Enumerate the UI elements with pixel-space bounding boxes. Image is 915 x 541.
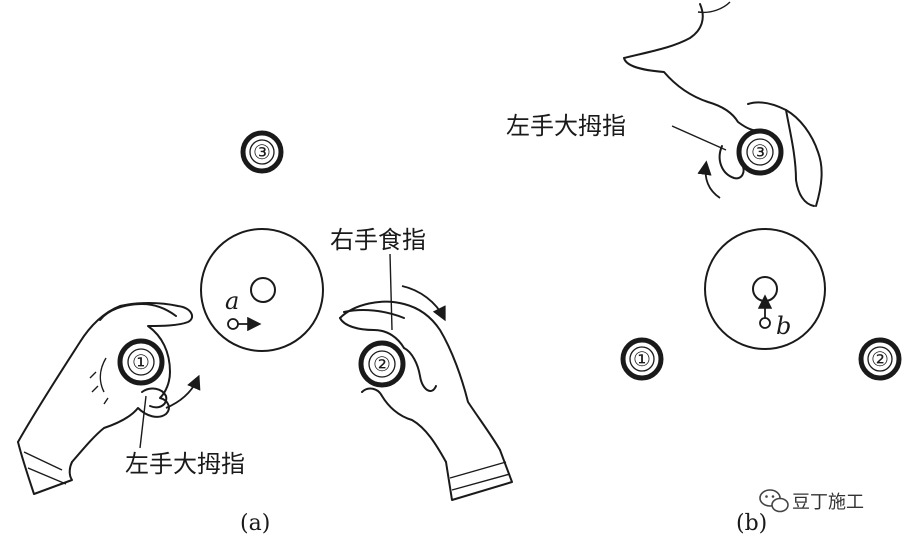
disk-2-b-label: ② [871,347,889,371]
left-hand-b [623,1,823,207]
panel-b: ③ 左手大拇指 b ① ② (b) [506,1,902,536]
disk-3-a-label: ③ [253,140,271,164]
disk-3-a: ③ [240,130,284,174]
disk-1-b-label: ① [633,347,651,371]
disk-2-b: ② [858,337,902,381]
disk-2-a-label: ② [373,352,391,376]
disk-3-b: ③ [736,128,784,176]
disk-1-a: ① [117,338,165,386]
point-a-marker [227,318,239,330]
disk-2-a: ② [358,340,406,388]
label-left-thumb-a: 左手大拇指 [125,450,245,478]
point-b-marker [759,317,771,329]
disk-3-b-label: ③ [751,140,769,164]
panel-a: ③ a ① [17,130,513,536]
right-hand-a [339,300,513,501]
caption-a: (a) [240,511,270,536]
wechat-icon [759,489,789,513]
disk-1-b: ① [620,337,664,381]
label-right-index-finger: 右手食指 [330,226,426,254]
caption-b: (b) [736,511,767,536]
watermark-text: 豆丁施工 [792,492,864,513]
rotation-arrow-2 [401,285,446,322]
watermark: 豆丁施工 [759,489,864,513]
disk-1-a-label: ① [132,350,150,374]
rotation-arrow-3 [697,160,721,199]
central-disk-b: b [704,228,826,350]
point-a-label: a [225,287,239,315]
point-b-label: b [776,312,791,340]
rotation-arrow-1 [165,374,201,409]
left-hand-a [17,302,194,495]
label-left-thumb-b: 左手大拇指 [506,112,626,140]
central-disk-a: a [200,228,324,352]
